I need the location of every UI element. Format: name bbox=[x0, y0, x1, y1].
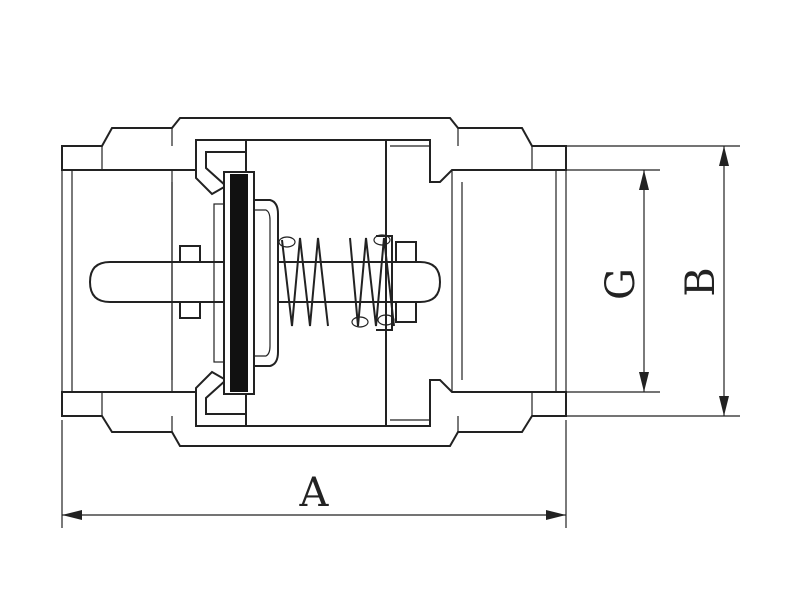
right-thread-bore bbox=[451, 169, 567, 393]
stem-nut-right bbox=[395, 241, 417, 323]
valve-body-lower-wall bbox=[61, 379, 567, 447]
dimension-b-label: B bbox=[678, 267, 724, 296]
rubber-gasket bbox=[230, 174, 248, 392]
disc-seal bbox=[223, 171, 255, 395]
disc-holder bbox=[213, 199, 279, 367]
inner-body-shoulders bbox=[245, 140, 431, 426]
valve-body-upper-wall bbox=[61, 117, 567, 183]
dimension-a: A bbox=[61, 420, 567, 528]
dimension-a-label: A bbox=[299, 470, 330, 516]
seat-insert bbox=[195, 139, 247, 427]
dimension-g: G bbox=[566, 169, 660, 393]
left-thread-bore bbox=[61, 169, 173, 393]
compression-spring bbox=[278, 234, 395, 328]
dimension-b: B bbox=[566, 145, 740, 417]
valve-stem bbox=[88, 261, 442, 303]
stem-nut-left bbox=[179, 245, 201, 319]
dimension-g-label: G bbox=[598, 268, 644, 300]
spring-retainer bbox=[376, 235, 393, 331]
